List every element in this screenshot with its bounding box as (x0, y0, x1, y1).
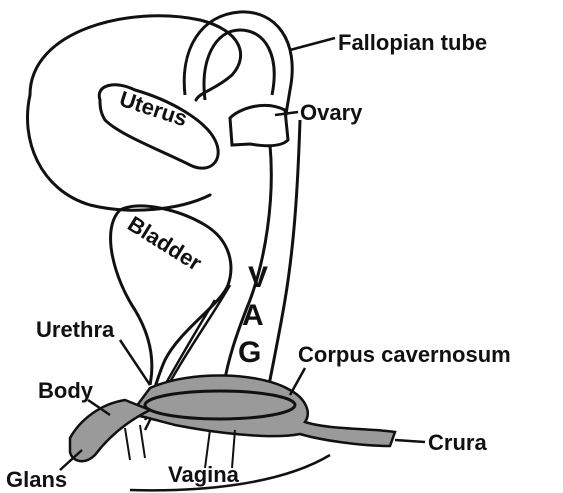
label-body: Body (38, 378, 94, 403)
label-uterus: Uterus (116, 86, 190, 131)
label-bladder: Bladder (123, 211, 206, 276)
label-vag-g: G (238, 336, 261, 369)
label-vag-a: A (242, 299, 264, 332)
label-glans: Glans (6, 467, 67, 492)
label-vagina: Vagina (168, 462, 240, 487)
label-ovary: Ovary (300, 100, 363, 125)
corpus-cavernosum-shape (130, 375, 395, 446)
label-urethra: Urethra (36, 317, 115, 342)
leader-fallopian (290, 38, 335, 50)
label-vag-v: V (248, 261, 268, 294)
leader-urethra (120, 340, 150, 385)
leader-corpus (290, 368, 305, 395)
ovary-shape (230, 105, 288, 145)
label-crura: Crura (428, 430, 487, 455)
leader-crura (395, 440, 425, 442)
label-fallopian-tube: Fallopian tube (338, 30, 487, 55)
label-corpus-cavernosum: Corpus cavernosum (298, 342, 511, 367)
glans-body-shape (70, 400, 150, 461)
